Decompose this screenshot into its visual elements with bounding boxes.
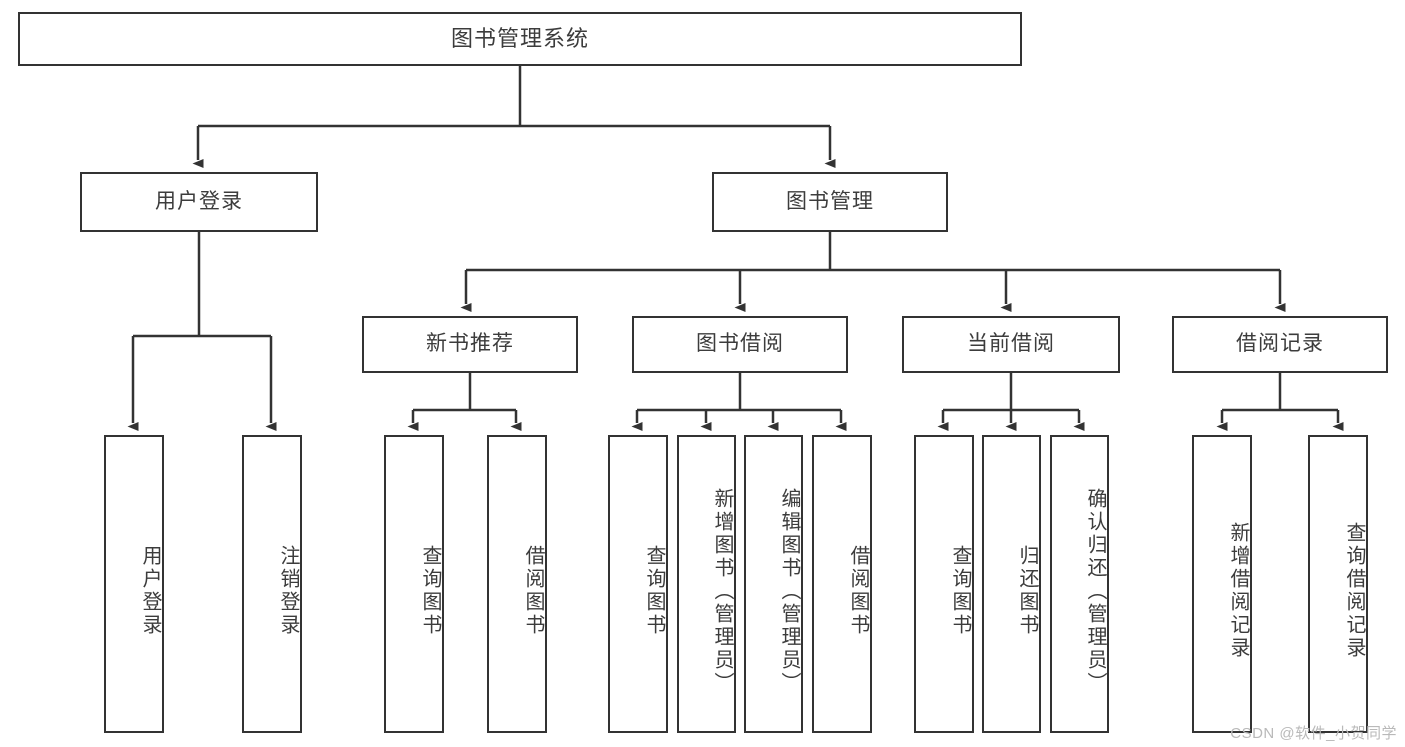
node-leaf-user-login-label: 用户登录 [139,545,161,637]
node-leaf-edit-book-label: 编辑图书（管理员） [778,487,800,695]
node-leaf-add-book[interactable]: 新增图书（管理员） [677,435,736,733]
node-leaf-borrow-book-2[interactable]: 借阅图书 [812,435,872,733]
node-leaf-return-book[interactable]: 归还图书 [982,435,1041,733]
node-book-manage-label: 图书管理 [786,189,874,213]
node-new-book-recommend-label: 新书推荐 [426,332,514,356]
csdn-watermark: CSDN @软件_小贺同学 [1230,725,1397,742]
node-user-login-label: 用户登录 [155,189,243,213]
node-leaf-add-record-label: 新增借阅记录 [1227,522,1249,660]
node-leaf-confirm-return[interactable]: 确认归还（管理员） [1050,435,1109,733]
node-leaf-query-record-label: 查询借阅记录 [1343,522,1365,660]
node-leaf-query-book-3[interactable]: 查询图书 [914,435,974,733]
node-leaf-query-book-1[interactable]: 查询图书 [384,435,444,733]
node-current-borrow-label: 当前借阅 [967,332,1055,356]
node-leaf-return-book-label: 归还图书 [1016,545,1038,637]
node-leaf-confirm-return-label: 确认归还（管理员） [1084,487,1106,695]
node-user-login[interactable]: 用户登录 [80,172,318,232]
node-leaf-borrow-book-1-label: 借阅图书 [522,545,544,637]
node-borrow-record[interactable]: 借阅记录 [1172,316,1388,373]
node-root-label: 图书管理系统 [450,26,589,52]
node-leaf-query-book-2-label: 查询图书 [643,545,665,637]
node-new-book-recommend[interactable]: 新书推荐 [362,316,578,373]
node-leaf-logout-login[interactable]: 注销登录 [242,435,302,733]
node-leaf-borrow-book-2-label: 借阅图书 [847,545,869,637]
node-leaf-logout-login-label: 注销登录 [277,545,299,637]
node-leaf-query-book-3-label: 查询图书 [949,545,971,637]
node-leaf-add-book-label: 新增图书（管理员） [711,487,733,695]
node-leaf-edit-book[interactable]: 编辑图书（管理员） [744,435,803,733]
node-leaf-query-record[interactable]: 查询借阅记录 [1308,435,1368,733]
node-root[interactable]: 图书管理系统 [18,12,1022,66]
node-book-borrow[interactable]: 图书借阅 [632,316,848,373]
node-borrow-record-label: 借阅记录 [1236,332,1324,356]
node-leaf-query-book-2[interactable]: 查询图书 [608,435,668,733]
node-leaf-borrow-book-1[interactable]: 借阅图书 [487,435,547,733]
node-leaf-user-login[interactable]: 用户登录 [104,435,164,733]
node-leaf-query-book-1-label: 查询图书 [419,545,441,637]
node-book-manage[interactable]: 图书管理 [712,172,948,232]
node-leaf-add-record[interactable]: 新增借阅记录 [1192,435,1252,733]
node-book-borrow-label: 图书借阅 [696,332,784,356]
node-current-borrow[interactable]: 当前借阅 [902,316,1120,373]
